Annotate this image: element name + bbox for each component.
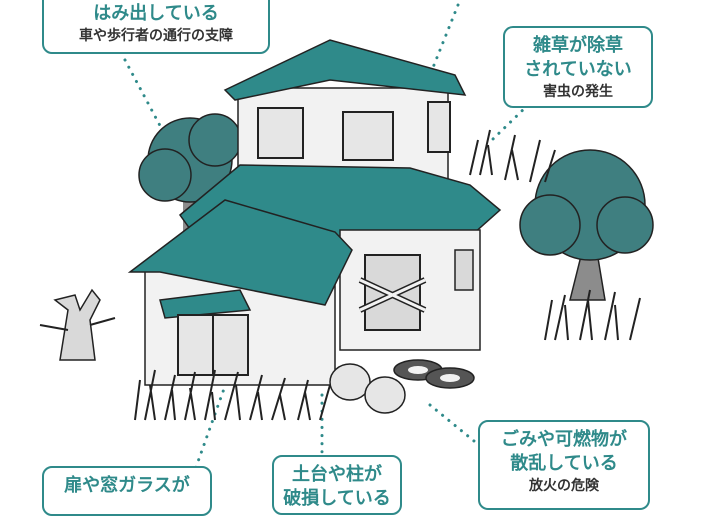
callout-overhang-title: はみ出している	[93, 3, 219, 24]
callout-garbage-title-line2: 散乱している	[510, 453, 618, 474]
callout-foundation-title-line2: 破損している	[283, 488, 391, 509]
leader-line-top-center	[430, 3, 460, 72]
house-illustration	[127, 39, 502, 386]
callout-overhang: はみ出している 車や歩行者の通行の支障	[42, 0, 270, 54]
illustration	[39, 3, 654, 472]
callout-overhang-sub: 車や歩行者の通行の支障	[79, 28, 233, 44]
leader-line-top-left	[123, 58, 167, 137]
callout-doors-windows: 扉や窓ガラスが	[42, 466, 212, 516]
callout-weeds-title-line1: 雑草が除草	[533, 35, 623, 56]
leader-line-bottom-right	[428, 403, 487, 452]
callout-doors-windows-title-line1: 扉や窓ガラスが	[64, 475, 190, 496]
callout-weeds-title-line2: されていない	[524, 59, 632, 80]
callout-foundation-title-line1: 土台や柱が	[292, 464, 382, 485]
right-tree-illustration	[519, 149, 654, 301]
callout-foundation: 土台や柱が 破損している	[272, 455, 402, 515]
tires-illustration	[393, 359, 475, 389]
callout-weeds-sub: 害虫の発生	[543, 84, 613, 100]
left-tree-illustration	[138, 113, 242, 235]
diagram: はみ出している 車や歩行者の通行の支障 雑草が除草 されていない 害虫の発生 ご…	[39, 0, 654, 516]
callout-garbage: ごみや可燃物が 散乱している 放火の危険	[478, 420, 650, 510]
callout-weeds: 雑草が除草 されていない 害虫の発生	[503, 26, 653, 108]
callout-garbage-sub: 放火の危険	[529, 478, 599, 494]
weeds-illustration	[134, 129, 641, 421]
dead-tree-stump	[39, 288, 116, 361]
leader-line-top-right	[490, 103, 530, 142]
callout-garbage-title-line1: ごみや可燃物が	[501, 429, 627, 450]
garbage-bags-illustration	[329, 363, 406, 414]
